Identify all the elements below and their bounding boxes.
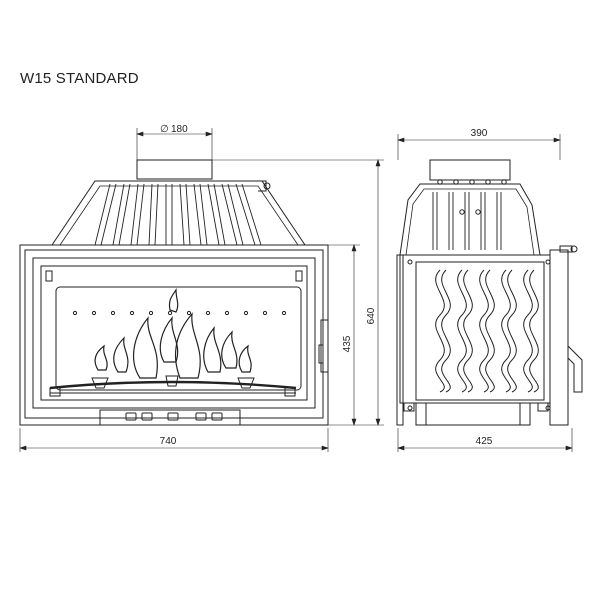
front-view bbox=[19, 159, 329, 426]
dim-flue bbox=[136, 128, 213, 160]
dim-side-top-width bbox=[397, 134, 561, 160]
dim-total-height bbox=[212, 159, 384, 426]
side-handle bbox=[567, 345, 583, 393]
side-wavy-ribs bbox=[435, 269, 539, 393]
flue-pipe bbox=[136, 159, 213, 180]
door-height-label: 435 bbox=[342, 335, 353, 352]
front-frame-inner bbox=[24, 249, 324, 419]
front-width-label: 740 bbox=[160, 436, 177, 447]
hood-ribs bbox=[94, 183, 262, 246]
dim-door-height bbox=[328, 244, 360, 426]
door-handle bbox=[320, 319, 329, 373]
side-door bbox=[549, 249, 569, 426]
air-holes bbox=[72, 310, 287, 316]
air-control bbox=[99, 409, 241, 426]
grate bbox=[49, 380, 297, 390]
dim-side-depth bbox=[397, 428, 573, 452]
side-top-width-label: 390 bbox=[471, 128, 488, 139]
dim-front-width bbox=[19, 428, 329, 452]
side-depth-label: 425 bbox=[476, 436, 493, 447]
side-hood bbox=[399, 183, 541, 256]
flames bbox=[94, 288, 252, 379]
side-base bbox=[415, 403, 531, 426]
flue-diameter-label: 180 bbox=[171, 124, 188, 135]
side-view bbox=[396, 159, 583, 426]
hood bbox=[51, 180, 306, 246]
drawing-title: W15 STANDARD bbox=[20, 70, 139, 87]
door-glass bbox=[55, 286, 302, 391]
flue-diameter-symbol: ∅ bbox=[160, 124, 169, 135]
total-height-label: 640 bbox=[366, 307, 377, 324]
side-body bbox=[399, 254, 551, 404]
door-frame bbox=[32, 257, 316, 409]
